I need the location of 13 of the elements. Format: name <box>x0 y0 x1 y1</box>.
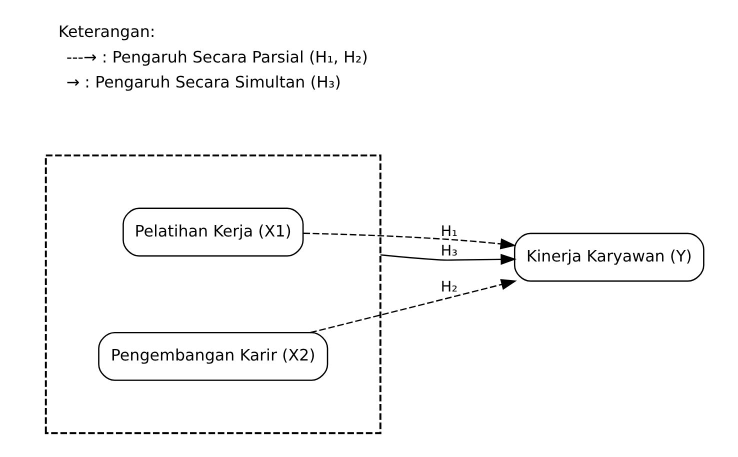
legend-label: ---→ : Pengaruh Secara Parsial (H₁, H₂) <box>66 47 368 66</box>
edge-label: H₁ <box>440 224 458 240</box>
edge-label: H₃ <box>440 244 458 260</box>
arrow <box>380 254 516 265</box>
legend-label: → : Pengaruh Secara Simultan (H₃) <box>66 72 340 92</box>
label: Keterangan: <box>58 22 155 42</box>
node-box: Pengembangan Karir (X2) <box>98 332 328 381</box>
cluster <box>44 154 381 434</box>
arrow <box>303 232 516 250</box>
node-box: Pelatihan Kerja (X1) <box>122 208 304 257</box>
edge-label: H₂ <box>440 279 458 296</box>
arrow <box>310 279 516 334</box>
node-box: Kinerja Karyawan (Y) <box>513 232 704 282</box>
